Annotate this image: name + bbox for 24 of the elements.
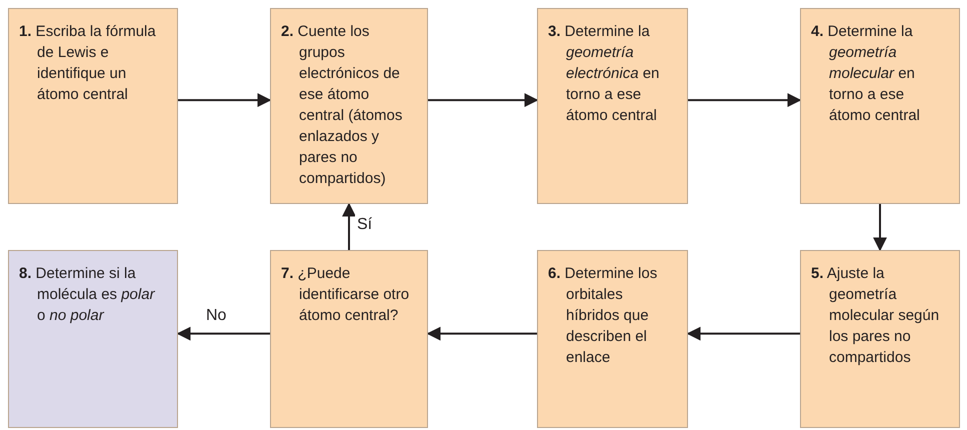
process-box xyxy=(270,250,428,428)
arrow xyxy=(426,326,537,341)
step-text: 5. Ajuste la geometría molecular según los pares no compartidos xyxy=(811,264,940,368)
arrow xyxy=(178,93,272,108)
step-text: 8. Determine si la molécula es polar o no polar xyxy=(19,264,156,326)
arrow xyxy=(873,204,887,252)
arrow xyxy=(176,326,270,341)
process-box xyxy=(8,8,178,204)
step-text: 4. Determine la geometría molecular en torno a ese átomo central xyxy=(811,22,921,126)
process-box xyxy=(537,250,688,428)
step-text: 3. Determine la geometría electrónica en torno a ese átomo central xyxy=(548,22,660,126)
step-text: 1. Escriba la fórmula de Lewis e identifique un átomo central xyxy=(19,22,157,105)
process-box xyxy=(800,250,960,428)
arrow xyxy=(342,202,356,250)
step-text: 2. Cuente los grupos electrónicos de ese átomo central (átomos enlazados y pares no compartidos) xyxy=(281,22,404,189)
process-box xyxy=(800,8,960,204)
step-text: 7. ¿Puede identificarse otro átomo central? xyxy=(281,264,410,326)
process-box xyxy=(537,8,688,204)
arrow xyxy=(688,93,802,108)
arrow xyxy=(686,326,800,341)
arrow xyxy=(428,93,538,108)
step-text: 6. Determine los orbitales híbridos que describen el enlace xyxy=(548,264,658,368)
process-box xyxy=(270,8,428,204)
process-box xyxy=(8,250,178,428)
